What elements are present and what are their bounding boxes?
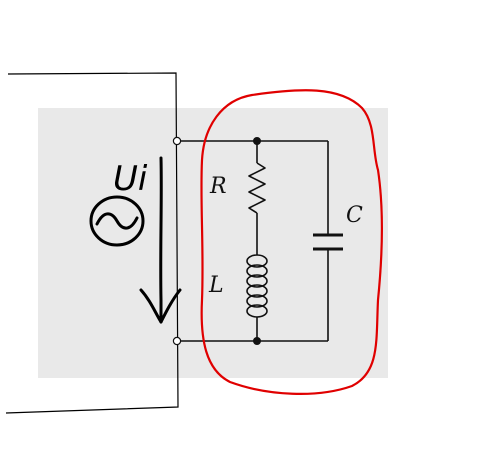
top-terminal bbox=[172, 136, 182, 146]
circuit-background-panel bbox=[38, 108, 388, 378]
capacitor-label: C bbox=[346, 203, 363, 228]
ac-voltage-source-icon bbox=[89, 195, 145, 247]
capacitor-symbol bbox=[313, 233, 343, 251]
resistor-label: R bbox=[209, 174, 227, 199]
inductor-label: L bbox=[208, 273, 224, 298]
top-junction-dot bbox=[253, 137, 261, 145]
source-box-outline bbox=[5, 72, 179, 414]
source-voltage-label: Ui bbox=[113, 159, 148, 199]
inductor-symbol bbox=[246, 253, 268, 322]
bottom-terminal bbox=[172, 336, 182, 346]
bottom-junction-dot bbox=[253, 337, 261, 345]
voltage-arrow-icon bbox=[139, 156, 182, 324]
resistor-symbol bbox=[248, 162, 266, 214]
highlight-outline bbox=[200, 89, 383, 395]
